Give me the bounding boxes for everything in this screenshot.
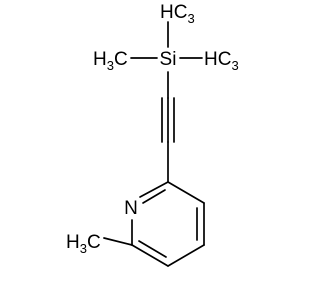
methyl-label-ring: H3C xyxy=(66,232,101,256)
ring-double-bond-c2-n xyxy=(142,189,166,204)
bond-ring-methyl xyxy=(103,237,133,246)
ring-bond-c5-c6 xyxy=(131,244,169,267)
ring-double-bond-c5-c6 xyxy=(138,240,167,258)
nitrogen-atom-label: N xyxy=(124,198,138,219)
methyl-label-left: H3C xyxy=(93,49,128,73)
methyl-label-right: HC3 xyxy=(204,49,239,73)
methyl-label-top: HC3 xyxy=(160,2,195,26)
structure-canvas: Si N HC3 H3C HC3 H3C xyxy=(66,2,239,267)
silicon-atom-label: Si xyxy=(160,49,177,70)
ring-bond-c4-c5 xyxy=(167,244,205,267)
ring-bond-n-c2 xyxy=(139,181,169,198)
ring-bond-c2-c3 xyxy=(167,181,205,204)
molecule-structure: Si N HC3 H3C HC3 H3C xyxy=(66,2,239,267)
